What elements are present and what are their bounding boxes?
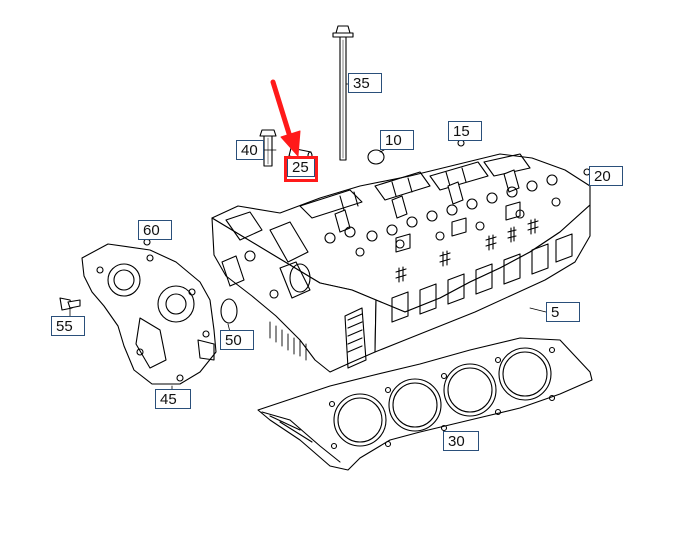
seal-ring-part	[220, 298, 238, 324]
callout-45: 45	[155, 389, 191, 409]
callout-50: 50	[220, 330, 254, 350]
o-ring-part	[367, 149, 385, 165]
timing-cover-part	[81, 243, 217, 385]
callout-30: 30	[443, 431, 479, 451]
cylinder-head-part	[211, 153, 591, 373]
callout-60: 60	[138, 220, 172, 240]
callout-40: 40	[236, 140, 264, 160]
pointer-arrow	[270, 79, 301, 157]
callout-15: 15	[448, 121, 482, 141]
long-bolt-part	[332, 25, 354, 161]
small-bolt-part	[259, 129, 277, 167]
callout-10: 10	[380, 130, 414, 150]
callout-25: 25	[287, 157, 315, 177]
cover-bolt-part	[59, 297, 81, 311]
callout-35: 35	[348, 73, 382, 93]
callout-55: 55	[51, 316, 85, 336]
highlight-box-25	[284, 156, 318, 182]
callout-20: 20	[589, 166, 623, 186]
callout-5: 5	[546, 302, 580, 322]
head-gasket-part	[257, 337, 593, 471]
